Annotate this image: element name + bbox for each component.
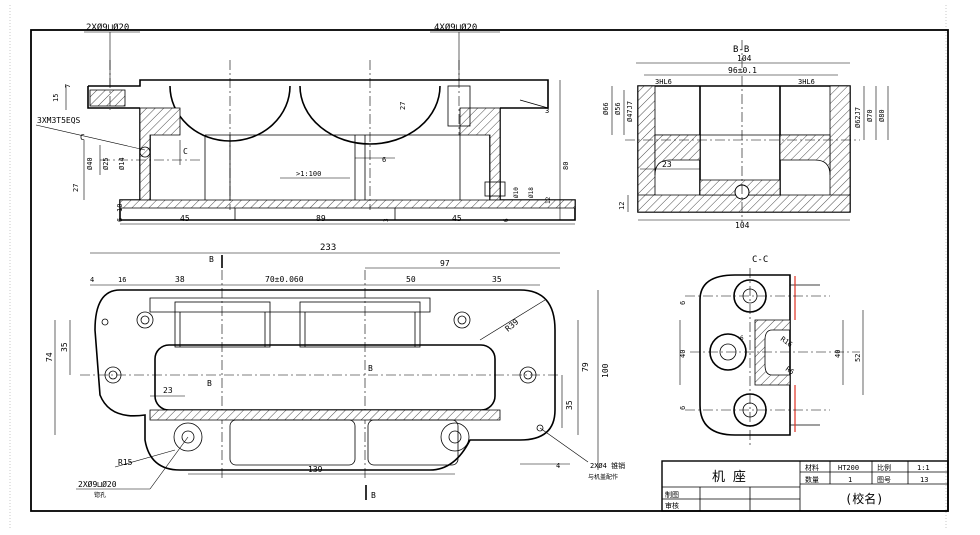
section-cc-r6: R6	[784, 365, 796, 376]
title-qty-label: 数量	[805, 475, 819, 484]
section-cc-view: C-C 6 40 6 40 52 6 R16 R6	[679, 255, 864, 445]
front-dim-7: 7	[64, 84, 72, 88]
top-label-b-center: B	[368, 364, 373, 373]
section-cc-dim-6-top: 6	[679, 301, 687, 305]
front-dim-d18: Ø18	[528, 187, 535, 198]
top-callout-bottom-left: 2XØ9⊔Ø20	[78, 479, 117, 489]
top-radius-r39: R39	[504, 317, 521, 333]
title-checked-label: 审核	[665, 501, 679, 510]
section-bb-dim-96: 96±0.1	[728, 66, 757, 75]
top-dim-139: 139	[308, 465, 323, 474]
title-scale-label: 比例	[877, 463, 891, 472]
section-cc-dim-6-bottom: 6	[679, 406, 687, 410]
top-dim-74: 74	[45, 352, 54, 362]
front-dim-wall-6: 6	[382, 156, 386, 164]
section-cc-dim-40-right: 40	[834, 350, 842, 358]
section-mark-c-bottom: C	[183, 147, 188, 156]
section-bb-dim-23: 23	[662, 160, 672, 169]
title-qty: 1	[848, 476, 852, 484]
section-bb-d80: Ø80	[878, 109, 886, 122]
title-drawing-no: 13	[920, 476, 928, 484]
section-bb-d66: Ø66	[602, 102, 610, 115]
section-cc-dim-40-left: 40	[679, 350, 687, 358]
section-bb-title: B-B	[733, 45, 749, 55]
section-cc-r16: R16	[779, 335, 794, 349]
title-material-label: 材料	[805, 463, 819, 472]
top-section-b-bottom: B	[371, 491, 376, 500]
top-dim-4: 4	[90, 276, 94, 284]
top-dim-79: 79	[581, 362, 590, 372]
front-thread-callout: 3XM3T5EQS	[37, 116, 81, 125]
front-callout-right: 4XØ9⊔Ø20	[434, 22, 477, 33]
front-dim-d25: Ø25	[102, 157, 110, 170]
front-dim-d40: Ø40	[86, 157, 94, 170]
top-dim-23: 23	[163, 386, 173, 395]
section-bb-dim-104-top: 104	[737, 54, 752, 63]
title-school: (校名)	[845, 491, 883, 506]
section-bb-d70: Ø70	[866, 109, 874, 122]
title-material: HT200	[838, 464, 859, 472]
front-chamfer-3: 3	[545, 107, 549, 115]
top-section-b-top: B	[209, 255, 214, 264]
front-dim-27-left: 27	[72, 184, 80, 192]
top-dim-4-bottom: 4	[556, 462, 560, 470]
front-view: 2XØ9⊔Ø20 4XØ9⊔Ø20 3XM3T5EQS C C 7 15 Ø40…	[35, 22, 576, 225]
top-dim-100: 100	[601, 363, 610, 378]
top-dim-16: 16	[118, 276, 126, 284]
front-dim-10: 10	[116, 204, 124, 212]
front-dim-d14: Ø14	[118, 157, 126, 170]
section-bb-view: B-B 104 96±0.1 3HL6 3HL6 Ø66 Ø56 Ø47J7 Ø…	[602, 40, 889, 230]
top-dim-70: 70±0.060	[265, 275, 304, 284]
front-dim-45-right: 45	[452, 214, 462, 223]
front-dim-15: 15	[52, 94, 60, 102]
title-drawing-no-label: 图号	[877, 476, 891, 484]
top-dim-97: 97	[440, 259, 450, 268]
top-dim-38: 38	[175, 275, 185, 284]
front-dim-45-left: 45	[180, 214, 190, 223]
top-dim-35: 35	[492, 275, 502, 284]
top-dim-50: 50	[406, 275, 416, 284]
top-radius-r15: R15	[118, 458, 133, 467]
top-label-b-left: B	[207, 379, 212, 388]
front-slope: >1:100	[296, 170, 321, 178]
front-callout-left: 2XØ9⊔Ø20	[86, 22, 129, 33]
title-part-name: 机 座	[712, 470, 746, 485]
section-bb-d62j7: Ø62J7	[854, 107, 862, 128]
section-bb-d56: Ø56	[614, 102, 622, 115]
drawing-border	[30, 29, 949, 512]
front-dim-6-right: 6	[503, 218, 510, 222]
section-bb-hole-right: 3HL6	[798, 78, 815, 86]
front-dim-80: 80	[562, 162, 570, 170]
front-dim-d10: Ø10	[513, 187, 520, 198]
title-scale: 1:1	[917, 464, 930, 472]
section-cc-dim-6-mid: 6	[740, 335, 744, 342]
top-callout-bottom-left-sub: 锪孔	[94, 491, 106, 499]
section-bb-d47j7: Ø47J7	[626, 101, 634, 122]
section-cc-dim-52: 52	[854, 354, 862, 362]
title-block: 机 座 材料 HT200 比例 1:1 数量 1 图号 13 制图 审核 (校名…	[661, 460, 949, 512]
section-bb-dim-12: 12	[618, 202, 626, 210]
section-cc-title: C-C	[752, 255, 768, 265]
section-mark-c-top: C	[80, 133, 85, 142]
top-dim-233: 233	[320, 243, 336, 253]
top-callout-bottom-right-sub: 与机盖配作	[588, 473, 618, 481]
top-callout-bottom-right: 2XØ4 锥销	[590, 461, 625, 470]
section-bb-hole-left: 3HL6	[655, 78, 672, 86]
front-dim-6-left: 6	[116, 218, 124, 222]
title-drawn-label: 制图	[665, 490, 679, 499]
front-dim-3: 3	[383, 218, 390, 222]
section-bb-dim-104-bottom: 104	[735, 221, 750, 230]
top-dim-35-right: 35	[565, 400, 574, 410]
front-dim-27-depth: 27	[399, 102, 407, 110]
front-dim-12: 12	[545, 196, 552, 204]
top-view: 233 B 97 4 16 38 70±0.060 50 35	[45, 243, 625, 500]
front-dim-89: 89	[316, 214, 326, 223]
top-dim-35-left: 35	[60, 342, 69, 352]
